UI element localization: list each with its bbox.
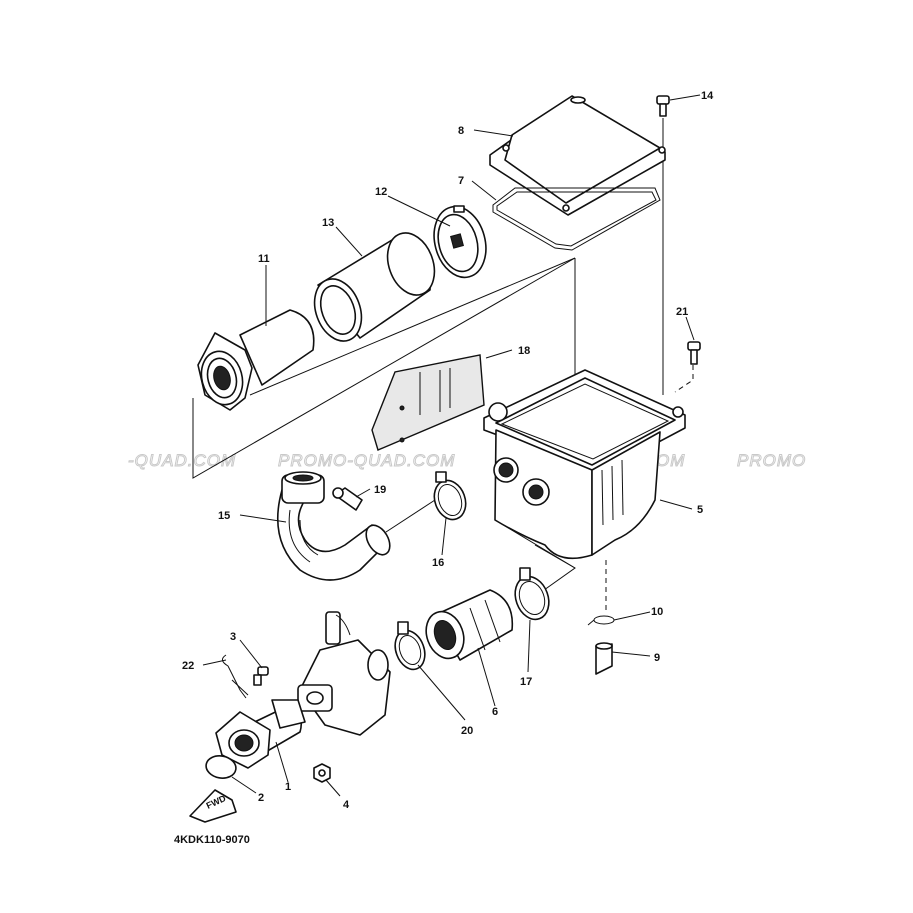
callout-6: 6 (492, 706, 498, 718)
part-4-nut (313, 763, 331, 783)
part-3-bolt (253, 666, 269, 686)
part-9-drain-plug (595, 642, 613, 675)
callout-3: 3 (230, 631, 236, 643)
callout-20: 20 (461, 725, 473, 737)
callout-labels: 1 2 3 4 5 6 7 8 9 10 11 12 13 14 15 16 1… (182, 90, 714, 811)
callout-18: 18 (518, 345, 530, 357)
callout-11: 11 (258, 253, 270, 265)
callout-19: 19 (374, 484, 386, 496)
callout-17: 17 (520, 676, 532, 688)
part-1-manifold (215, 699, 306, 769)
part-14-screw (656, 95, 670, 117)
part-18-plate (371, 354, 485, 451)
part-12-element-cap (433, 205, 487, 279)
part-16-clamp (433, 471, 467, 521)
callout-4: 4 (343, 799, 350, 811)
callout-21: 21 (676, 306, 688, 318)
callout-5: 5 (697, 504, 703, 516)
part-15-joint (276, 471, 436, 581)
callout-leaders (202, 94, 701, 797)
part-7-gasket (492, 187, 661, 251)
callout-9: 9 (654, 652, 660, 664)
watermark-2: PROMO-QUAD.COM (278, 451, 455, 470)
callout-2: 2 (258, 792, 264, 804)
part-5-filter-case (483, 369, 686, 560)
part-8-cover (489, 95, 666, 216)
callout-22: 22 (182, 660, 194, 672)
drawing-code: 4KDK110-9070 (174, 834, 250, 846)
watermark-1: -QUAD.COM (128, 451, 236, 470)
part-11-element-guide (197, 309, 315, 411)
part-6-carb-joint (425, 589, 514, 661)
callout-10: 10 (651, 606, 663, 618)
assembly-guide-lines (192, 118, 694, 610)
part-10-clip (587, 615, 615, 626)
part-13-filter-element (313, 232, 436, 342)
callout-7: 7 (458, 175, 464, 187)
callout-16: 16 (432, 557, 444, 569)
callout-8: 8 (458, 125, 464, 137)
callout-15: 15 (218, 510, 230, 522)
part-20-clamp (394, 621, 426, 671)
part-21-bolt (687, 341, 701, 365)
part-22-clip (222, 654, 249, 699)
callout-1: 1 (285, 781, 291, 793)
part-2-gasket (205, 755, 237, 779)
carburetor (297, 611, 391, 736)
fwd-arrow: FWD (189, 789, 237, 823)
watermark-band: -QUAD.COM PROMO-QUAD.COM PROMO-QUAD.COM … (128, 451, 806, 471)
callout-14: 14 (701, 90, 714, 102)
callout-13: 13 (322, 217, 334, 229)
watermark-4: PROMO (737, 451, 806, 470)
part-17-clamp (514, 567, 550, 621)
part-19-fitting (332, 487, 363, 511)
callout-12: 12 (375, 186, 387, 198)
